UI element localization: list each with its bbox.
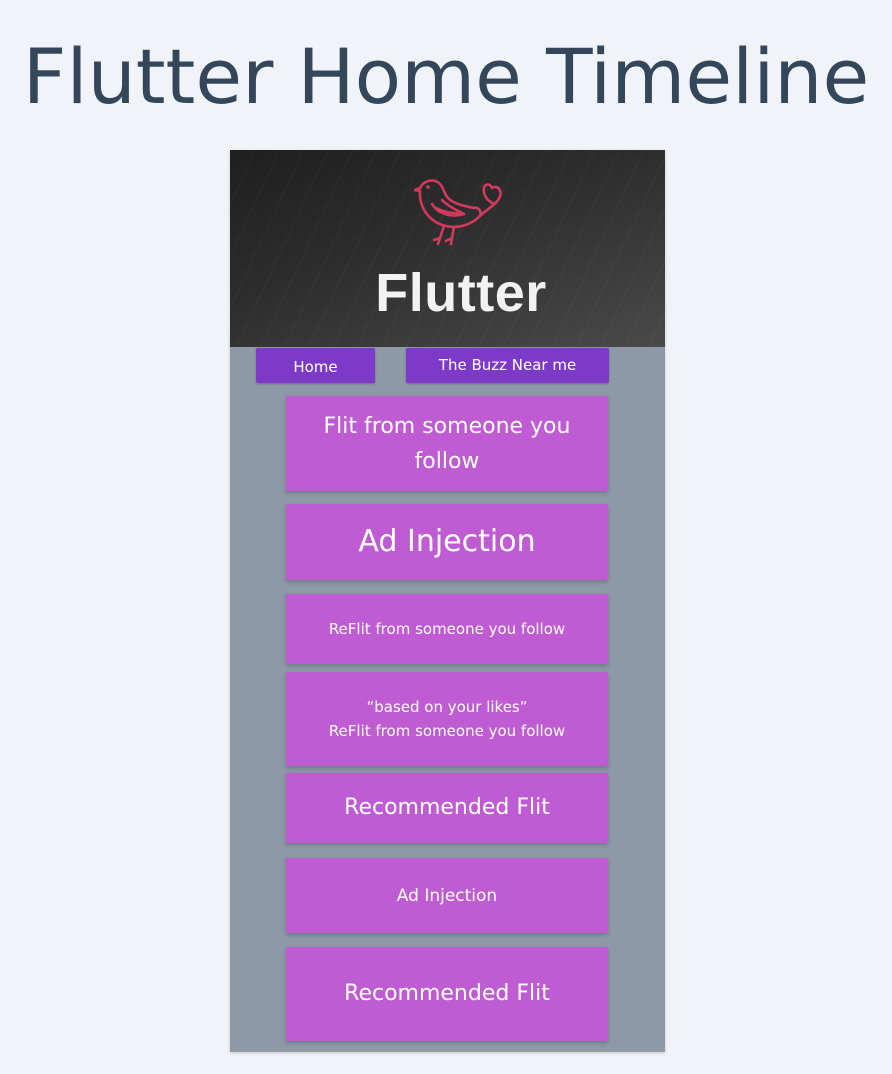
feed-card-recommended[interactable]: Recommended Flit [286,947,608,1041]
feed-card-liked-reflit[interactable]: “based on your likes” ReFlit from someon… [286,672,608,766]
phone-frame: Flutter Home The Buzz Near me Flit from … [230,150,665,1052]
banner-texture [230,150,665,347]
page-title: Flutter Home Timeline [22,32,870,121]
feed-card-label: ReFlit from someone you follow [328,620,566,638]
header-banner: Flutter [230,150,665,347]
feed-card-label: Ad Injection [358,524,536,559]
feed-card-reflit[interactable]: ReFlit from someone you follow [286,594,608,664]
nav-buzz-near-me-button[interactable]: The Buzz Near me [406,348,609,383]
feed-card-label: ReFlit from someone you follow [328,722,566,740]
feed-card-label: Recommended Flit [344,795,550,820]
feed-card-label: Recommended Flit [344,981,550,1006]
feed-card-ad[interactable]: Ad Injection [286,504,608,580]
feed-card-ad[interactable]: Ad Injection [286,858,608,933]
feed-card-subtitle: “based on your likes” [366,698,528,716]
feed-card-label: Flit from someone you follow [323,413,571,474]
feed-card-label: Ad Injection [396,885,498,906]
bird-heart-icon [414,179,502,246]
feed-card-flit[interactable]: Flit from someone you follow [286,396,608,491]
nav-home-button[interactable]: Home [256,348,375,383]
brand-logo-text: Flutter [375,263,547,323]
feed-card-recommended[interactable]: Recommended Flit [286,773,608,843]
